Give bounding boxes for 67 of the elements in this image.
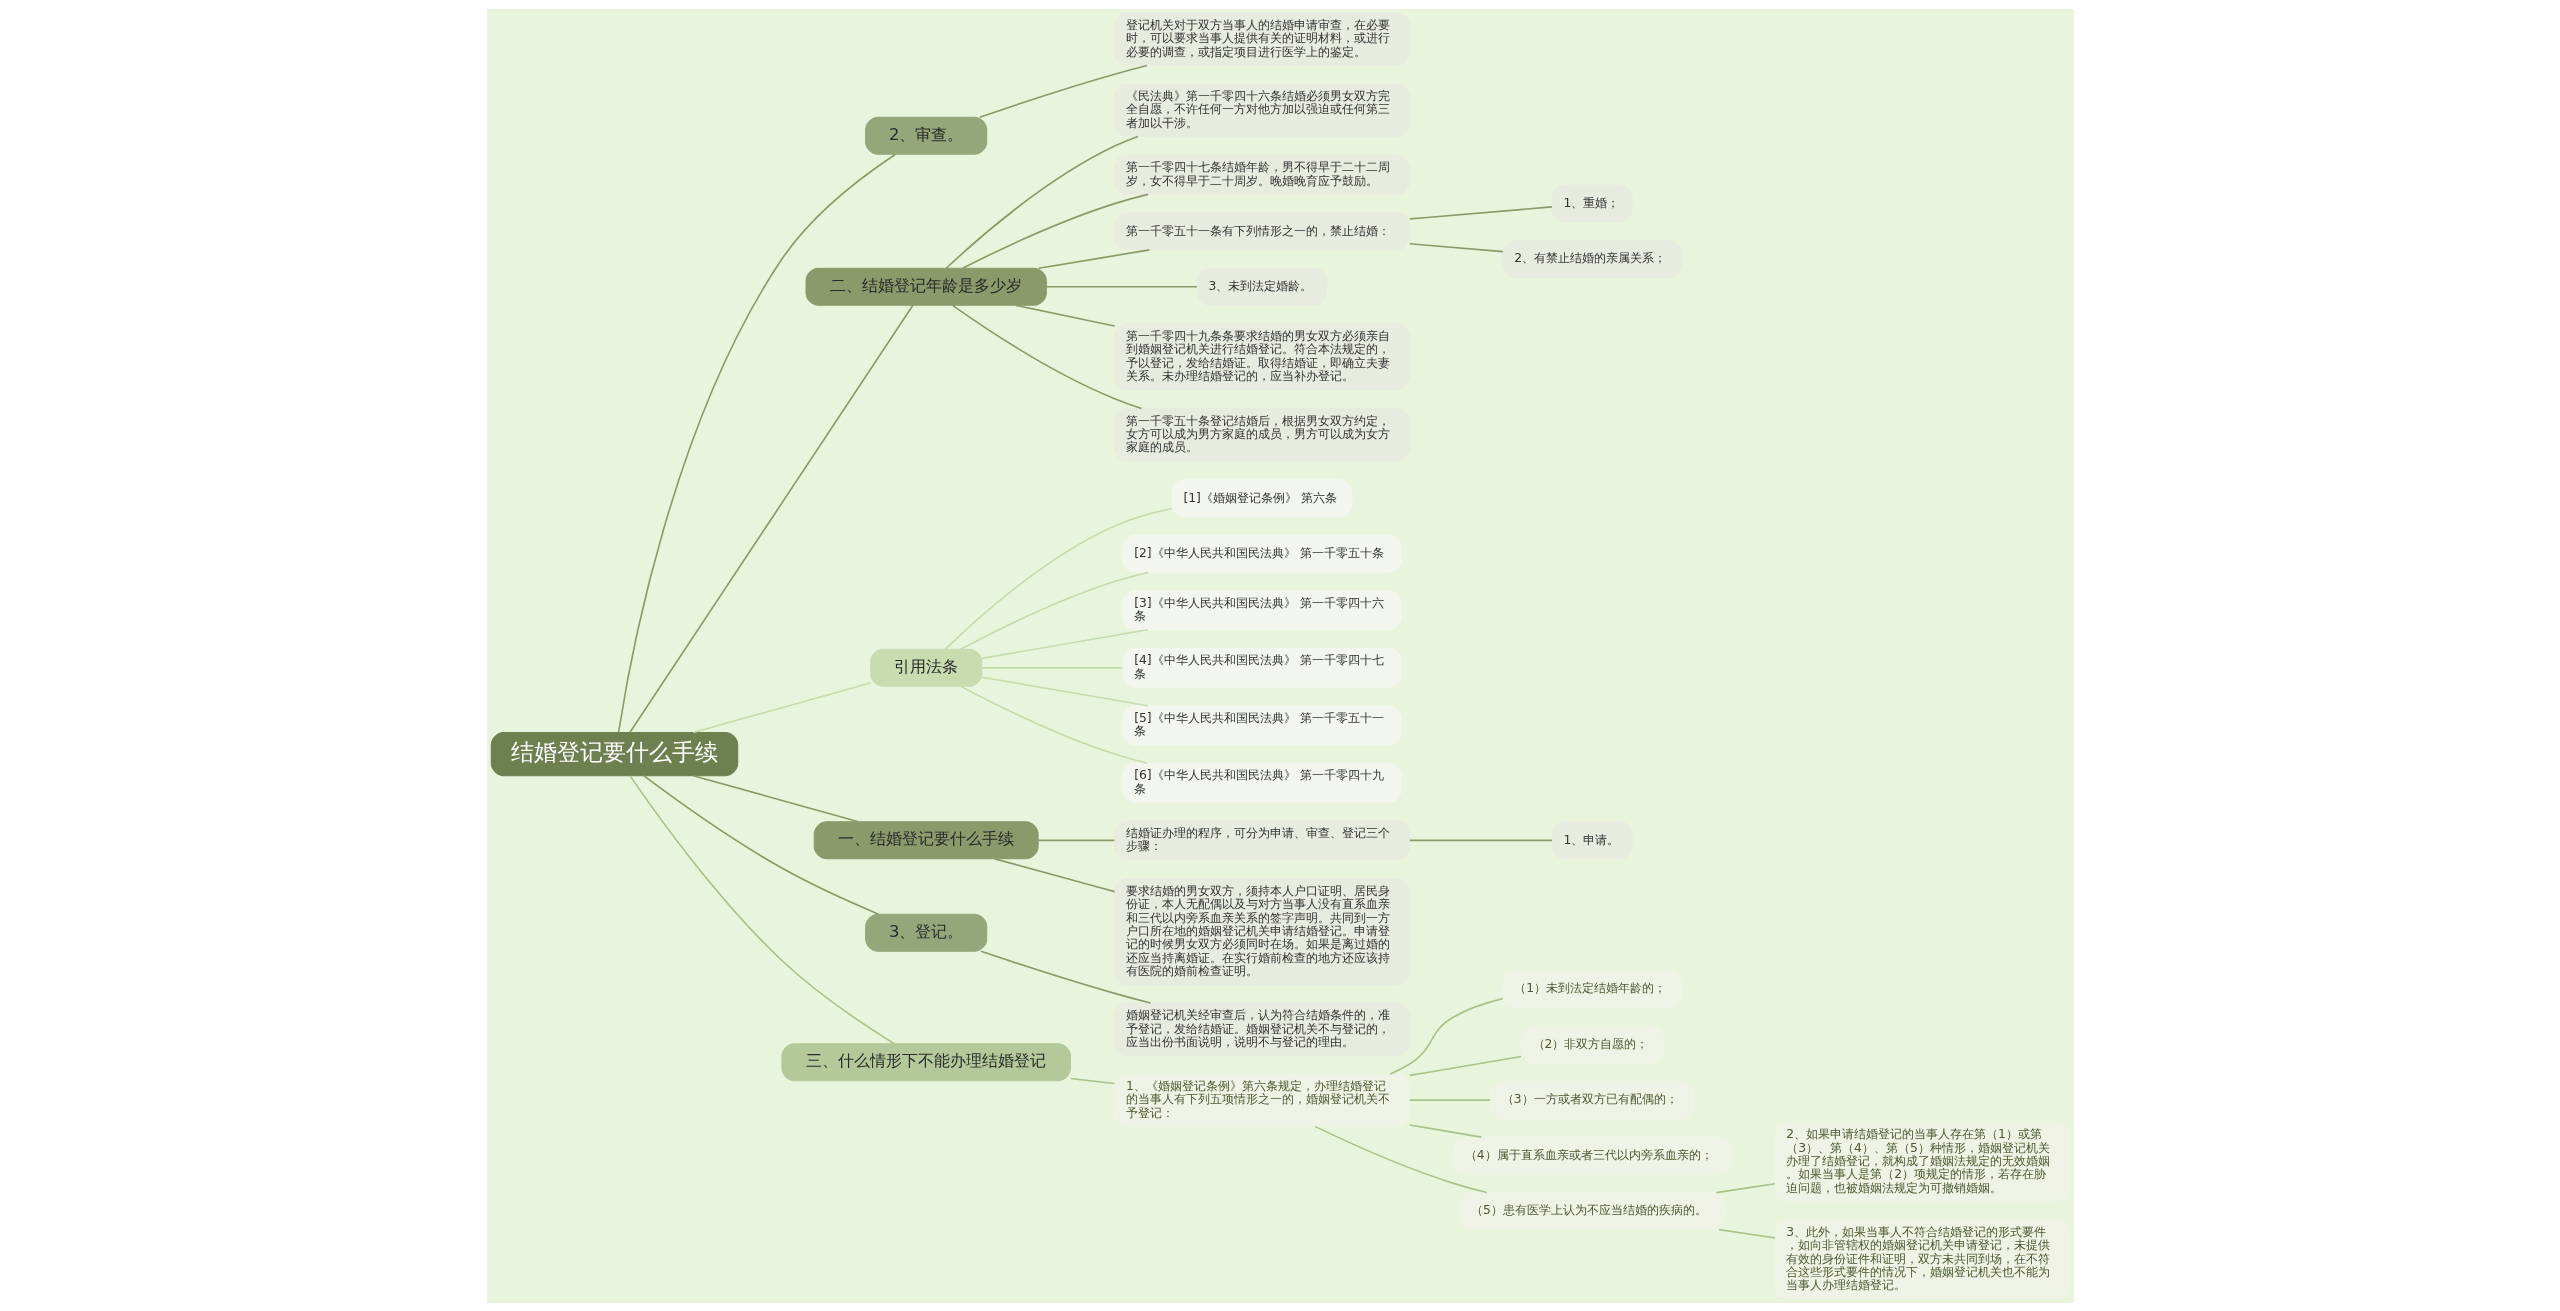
connector <box>978 64 1148 118</box>
node-box: 一、结婚登记要什么手续 <box>813 820 1039 859</box>
connector <box>961 193 1149 269</box>
connector <box>980 628 1149 659</box>
connector <box>691 681 871 733</box>
node-box: 婚姻登记机关经审查后，认为符合结婚条件的，准予登记，发给结婚证。婚姻登记机关不与登记的，应当出份书面说明，说明不与登记的理由。 <box>1113 1002 1410 1056</box>
node-box: 2、审查。 <box>864 116 987 155</box>
node-box: （4）属于直系血亲或者三代以内旁系血亲的； <box>1452 1136 1731 1175</box>
node-box: 第一千零五十条登记结婚后，根据男女双方约定，女方可以成为男方家庭的成员，男方可以成为女方家庭的成员。 <box>1113 407 1410 461</box>
connector <box>979 950 1151 1004</box>
node-box: 3、登记。 <box>864 913 987 952</box>
connector <box>1715 1182 1776 1193</box>
node-box: [6]《中华人民共和国民法典》 第一千零四十九条 <box>1121 762 1402 803</box>
connector <box>1408 1098 1491 1101</box>
connector <box>628 304 914 733</box>
connector <box>959 571 1149 650</box>
connector <box>1037 839 1115 841</box>
connector <box>980 675 1149 707</box>
connector <box>980 666 1123 669</box>
node-box: 2、有禁止结婚的亲属关系； <box>1501 239 1682 278</box>
node-box: 第一千零五十一条有下列情形之一的，禁止结婚： <box>1113 211 1410 250</box>
node-box: 三、什么情形下不能办理结婚登记 <box>780 1042 1071 1081</box>
node-box: 要求结婚的男女双方，须持本人户口证明、居民身份证，本人无配偶以及与对方当事人没有直系血亲和三代以内旁系血亲关系的签字声明。共同到一方户口所在地的婚姻登记机关申请结婚登记。申请登记的时候男女双方必须同时在场。如果是离过婚的还应当持离婚证。在实行婚前检查的地方还应该持有医院的婚前检查证明。 <box>1113 877 1410 985</box>
node-box: 1、申请。 <box>1551 820 1633 859</box>
node-box: （5）患有医学上认为不应当结婚的疾病的。 <box>1458 1191 1725 1230</box>
connector <box>691 774 859 823</box>
connector <box>642 774 879 915</box>
node-box: 引用法条 <box>869 648 982 687</box>
connector <box>1069 1077 1115 1084</box>
node-box: 《民法典》第一千零四十六条结婚必须男女双方完全自愿，不许任何一方对他方加以强迫或任何第三者加以干涉。 <box>1113 82 1410 137</box>
node-box: [1]《婚姻登记条例》 第六条 <box>1171 478 1352 517</box>
node-box: 二、结婚登记年龄是多少岁 <box>805 267 1047 306</box>
connector <box>1313 1125 1488 1193</box>
connector <box>1037 248 1150 269</box>
node-box: （1）未到法定结婚年龄的； <box>1501 969 1682 1008</box>
node-box: 结婚证办理的程序，可分为申请、审查、登记三个步骤： <box>1113 819 1410 860</box>
node-box: 1、《婚姻登记条例》第六条规定，办理结婚登记的当事人有下列五项情形之一的，婚姻登记机关不予登记： <box>1113 1072 1410 1127</box>
connector <box>1408 1123 1482 1138</box>
node-box: 结婚登记要什么手续 <box>490 731 738 776</box>
connector <box>1014 304 1115 327</box>
node-box: （2）非双方自愿的； <box>1520 1025 1664 1064</box>
node-box: 第一千零四十七条结婚年龄，男不得早于二十二周岁，女不得早于二十周岁。晚婚晚育应予鼓励。 <box>1113 154 1410 195</box>
connector <box>944 135 1139 269</box>
connector <box>944 507 1173 650</box>
connector <box>628 774 895 1044</box>
connector <box>617 153 896 733</box>
node-box: 登记机关对于双方当事人的结婚申请审查，在必要时，可以要求当事人提供有关的证明材料，或进行必要的调查，或指定项目进行医学上的鉴定。 <box>1113 12 1410 66</box>
connector <box>1717 1228 1776 1239</box>
node-box: [4]《中华人民共和国民法典》 第一千零四十七条 <box>1121 647 1402 688</box>
connector <box>1408 242 1504 252</box>
connector <box>1408 205 1553 220</box>
node-box: 3、此外，如果当事人不符合结婚登记的形式要件，如向非管辖权的婚姻登记机关申请登记，未提供有效的身份证件和证明，双方未共同到场，在不符合这些形式要件的情况下，婚姻登记机关也不能为当事人办理结婚登记。 <box>1773 1218 2070 1299</box>
connector <box>951 304 1142 409</box>
connector <box>1388 997 1504 1075</box>
node-box: [2]《中华人民共和国民法典》 第一千零五十条 <box>1121 534 1402 573</box>
connector <box>1408 1055 1522 1076</box>
node-box: [3]《中华人民共和国民法典》 第一千零四十六条 <box>1121 589 1402 630</box>
node-box: （3）一方或者双方已有配偶的； <box>1489 1080 1694 1119</box>
connector <box>959 685 1148 764</box>
node-box: 3、未到法定婚龄。 <box>1196 267 1327 306</box>
connector <box>1408 839 1553 841</box>
node-box: 第一千零四十九条条要求结婚的男女双方必须亲自到婚姻登记机关进行结婚登记。符合本法规定的，予以登记，发给结婚证。取得结婚证，即确立夫妻关系。未办理结婚登记的，应当补办登记。 <box>1113 322 1410 390</box>
connector <box>1045 285 1198 288</box>
node-box: 1、重婚； <box>1551 184 1633 223</box>
connector <box>993 857 1115 892</box>
node-box: [5]《中华人民共和国民法典》 第一千零五十一条 <box>1121 704 1402 745</box>
node-box: 2、如果申请结婚登记的当事人存在第（1）或第（3）、第（4）、第（5）种情形，婚姻登记机关办理了结婚登记，就构成了婚姻法规定的无效婚姻。如果当事人是第（2）项规定的情形，若存在胁迫问题，也被婚姻法规定为可撤销婚姻。 <box>1773 1121 2070 1202</box>
